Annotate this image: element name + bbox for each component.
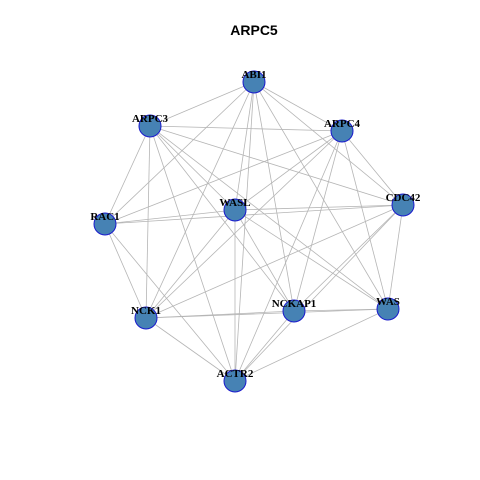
edge-arpc3-actr2	[149, 125, 236, 382]
node-label-abi1: ABI1	[241, 69, 266, 81]
node-label-nck1: NCK1	[131, 305, 161, 317]
edge-arpc4-cdc42	[341, 130, 404, 206]
node-label-arpc4: ARPC4	[324, 118, 361, 130]
node-nck1	[134, 306, 158, 330]
edge-abi1-nck1	[145, 81, 255, 319]
edge-wasl-rac1	[104, 209, 236, 225]
node-was	[376, 297, 400, 321]
node-rac1	[93, 212, 117, 236]
edge-abi1-arpc3	[149, 81, 255, 127]
edge-wasl-was	[234, 209, 389, 310]
edge-abi1-actr2	[234, 81, 255, 382]
node-label-nckap1: NCKAP1	[272, 298, 317, 310]
edge-arpc4-rac1	[104, 130, 343, 225]
edge-arpc4-actr2	[234, 130, 343, 382]
edge-nck1-actr2	[145, 317, 236, 382]
node-nckap1	[282, 299, 306, 323]
node-abi1	[242, 70, 266, 94]
edge-arpc4-wasl	[234, 130, 343, 211]
node-wasl	[223, 198, 247, 222]
edge-nckap1-actr2	[234, 310, 295, 382]
edge-layer	[104, 81, 404, 382]
node-label-arpc3: ARPC3	[132, 113, 169, 125]
node-label-was: WAS	[376, 296, 400, 308]
edge-wasl-nck1	[145, 209, 236, 319]
node-arpc3	[138, 114, 162, 138]
node-cdc42	[391, 193, 415, 217]
edge-was-actr2	[234, 308, 389, 382]
edge-arpc4-nck1	[145, 130, 343, 319]
node-label-actr2: ACTR2	[217, 368, 254, 380]
node-label-cdc42: CDC42	[386, 192, 421, 204]
diagram-title: ARPC5	[230, 22, 278, 38]
edge-cdc42-nckap1	[293, 204, 404, 312]
edge-arpc3-cdc42	[149, 125, 404, 206]
node-label-wasl: WASL	[219, 197, 250, 209]
edge-abi1-nckap1	[253, 81, 295, 312]
edge-arpc4-nckap1	[293, 130, 343, 312]
edge-arpc3-was	[149, 125, 389, 310]
edge-abi1-was	[253, 81, 389, 310]
node-label-rac1: RAC1	[90, 211, 119, 223]
edge-cdc42-wasl	[234, 204, 404, 211]
node-layer	[93, 70, 415, 393]
edge-wasl-nckap1	[234, 209, 295, 312]
edge-rac1-nck1	[104, 223, 147, 319]
node-arpc4	[330, 119, 354, 143]
edge-cdc42-actr2	[234, 204, 404, 382]
edge-arpc4-was	[341, 130, 389, 310]
edge-arpc3-arpc4	[149, 125, 343, 132]
edge-cdc42-was	[387, 204, 404, 310]
edge-abi1-wasl	[234, 81, 255, 211]
edge-cdc42-rac1	[104, 204, 404, 225]
edge-rac1-actr2	[104, 223, 236, 382]
edge-abi1-arpc4	[253, 81, 343, 132]
edge-arpc3-nck1	[145, 125, 151, 319]
edge-nck1-was	[145, 308, 389, 319]
node-actr2	[223, 369, 247, 393]
edge-arpc3-wasl	[149, 125, 236, 211]
edge-arpc3-nckap1	[149, 125, 295, 312]
edge-cdc42-nck1	[145, 204, 404, 319]
edge-nckap1-was	[293, 308, 389, 312]
edge-abi1-rac1	[104, 81, 255, 225]
edge-arpc3-rac1	[104, 125, 151, 225]
